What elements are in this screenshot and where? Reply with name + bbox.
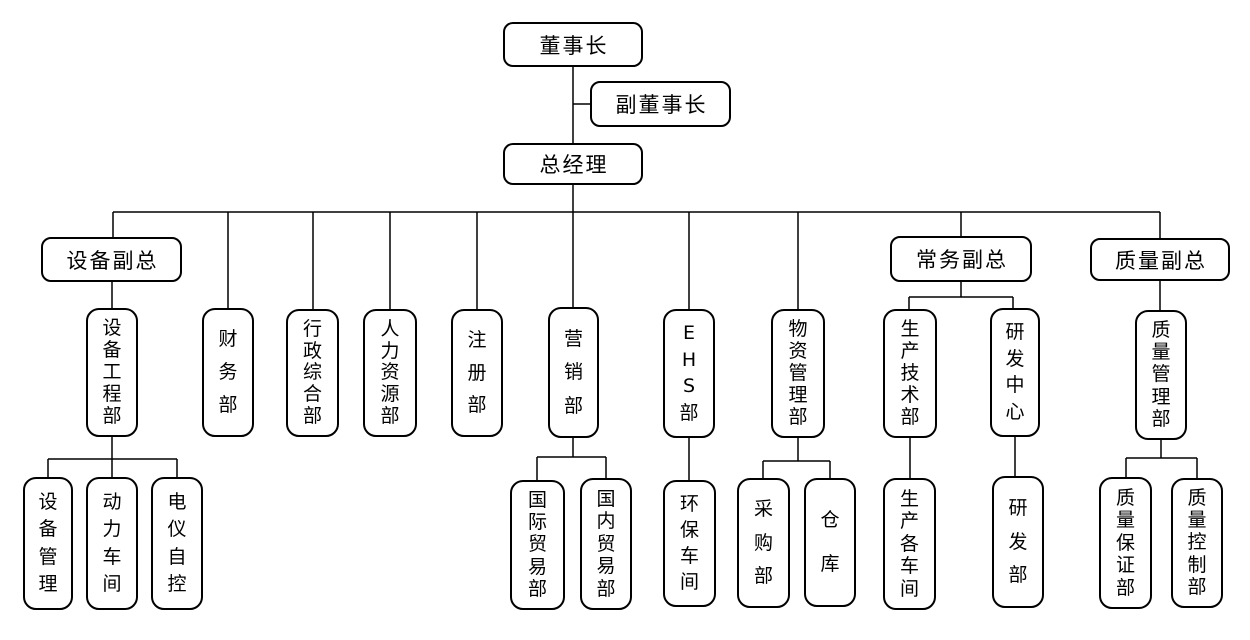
node-human-resources-label: 人力资源部 [380, 317, 400, 428]
node-power-workshop-label: 动力车间 [102, 491, 122, 595]
node-material-management-label: 物资管理部 [788, 318, 808, 428]
node-registration-label: 注册部 [467, 328, 487, 417]
node-purchasing-label: 采购部 [753, 498, 773, 587]
node-domestic-trade-label: 国内贸易部 [596, 487, 616, 600]
node-vice-chairman-label: 副董事长 [615, 93, 708, 117]
node-equipment-engineering-label: 设备工程部 [102, 317, 122, 427]
node-qa-dept: 质量保证部 [1099, 477, 1152, 609]
node-intl-trade-label: 国际贸易部 [527, 489, 547, 600]
node-marketing: 营销部 [548, 307, 599, 438]
node-electrical-auto-label: 电仪自控 [167, 491, 187, 595]
node-env-workshop-label: 环保车间 [679, 493, 699, 593]
node-warehouse: 仓库 [804, 478, 856, 607]
node-purchasing: 采购部 [737, 478, 790, 608]
node-production-workshops-label: 生产各车间 [899, 487, 919, 600]
node-rd-center-label: 研发中心 [1005, 321, 1025, 423]
node-qc-dept-label: 质量控制部 [1187, 487, 1207, 598]
node-admin-general: 行政综合部 [286, 309, 339, 437]
node-rd-center: 研发中心 [990, 308, 1040, 437]
node-executive-vp: 常务副总 [890, 236, 1032, 282]
node-warehouse-label: 仓库 [820, 509, 840, 575]
node-human-resources: 人力资源部 [363, 309, 417, 437]
node-material-management: 物资管理部 [771, 309, 825, 438]
node-finance-label: 财务部 [218, 328, 238, 416]
node-rd-dept: 研发部 [992, 476, 1044, 608]
node-production-tech: 生产技术部 [883, 309, 937, 438]
node-production-tech-label: 生产技术部 [900, 318, 920, 428]
node-power-workshop: 动力车间 [86, 477, 138, 610]
node-qc-dept: 质量控制部 [1171, 478, 1223, 608]
node-equipment-management-label: 设备管理 [38, 491, 58, 595]
node-chairman: 董事长 [503, 22, 643, 67]
node-general-manager-label: 总经理 [539, 153, 609, 177]
node-domestic-trade: 国内贸易部 [580, 478, 632, 610]
node-equipment-vp: 设备副总 [41, 237, 182, 282]
node-executive-vp-label: 常务副总 [916, 248, 1008, 272]
node-registration: 注册部 [451, 309, 503, 437]
node-general-manager: 总经理 [503, 143, 643, 185]
node-quality-vp-label: 质量副总 [1115, 248, 1207, 273]
node-vice-chairman: 副董事长 [590, 81, 731, 127]
node-equipment-vp-label: 设备副总 [66, 248, 159, 273]
node-intl-trade: 国际贸易部 [510, 480, 565, 610]
node-quality-management: 质量管理部 [1135, 310, 1187, 440]
node-quality-management-label: 质量管理部 [1151, 319, 1171, 430]
node-production-workshops: 生产各车间 [883, 478, 936, 610]
node-finance: 财务部 [202, 308, 254, 437]
node-chairman-label: 董事长 [539, 33, 609, 58]
node-equipment-management: 设备管理 [23, 477, 73, 610]
node-env-workshop: 环保车间 [663, 480, 716, 607]
node-equipment-engineering: 设备工程部 [86, 308, 138, 437]
node-electrical-auto: 电仪自控 [151, 477, 203, 610]
node-qa-dept-label: 质量保证部 [1115, 486, 1135, 599]
node-rd-dept-label: 研发部 [1008, 496, 1028, 587]
node-marketing-label: 营销部 [563, 327, 583, 417]
node-admin-general-label: 行政综合部 [302, 317, 322, 428]
node-quality-vp: 质量副总 [1090, 238, 1230, 281]
